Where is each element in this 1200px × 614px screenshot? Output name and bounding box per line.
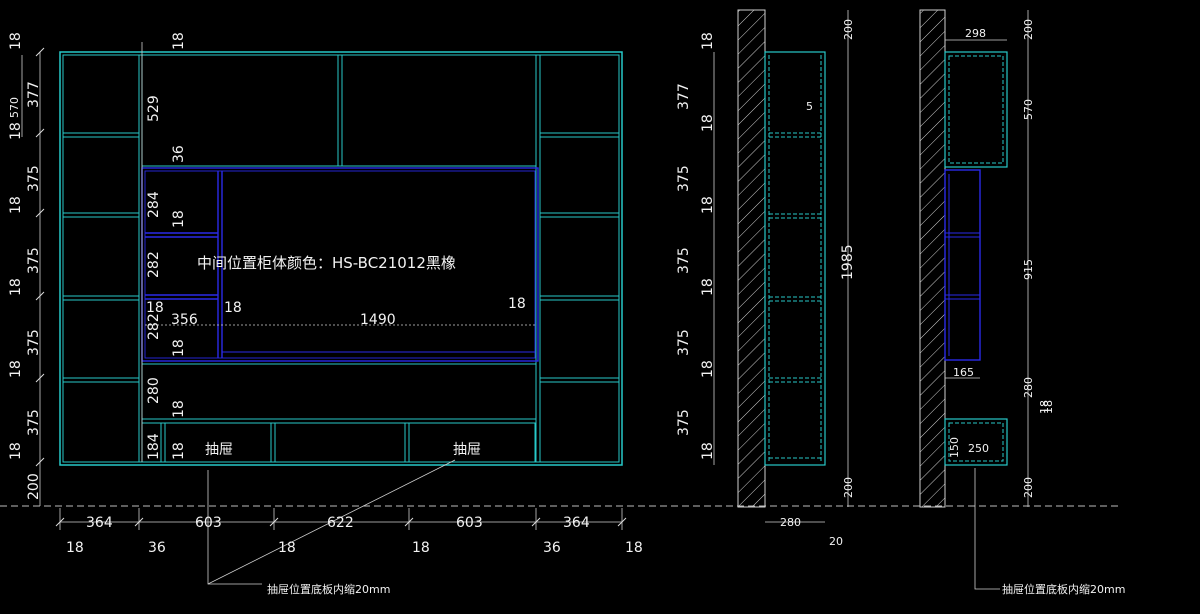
side-dim-8: 18	[700, 360, 716, 378]
side-dim-9: 375	[676, 409, 692, 436]
dim-inner-11: 184	[146, 433, 162, 460]
left-shelf-column	[62, 54, 143, 463]
dim-inner-9: 280	[146, 377, 162, 404]
section-drawer-width: 250	[968, 442, 989, 455]
dim-inner-3: 284	[146, 191, 162, 218]
dim-inner-5: 282	[146, 251, 162, 278]
front-outer-frame	[59, 51, 623, 466]
dim-thick-1: 36	[148, 540, 166, 556]
side-dim-6: 18	[700, 278, 716, 296]
dim-middle-4: 18	[508, 296, 526, 312]
dim-inner-7: 282	[146, 313, 162, 340]
dim-bottom-4: 364	[563, 515, 590, 531]
side-dim-1: 377	[676, 83, 692, 110]
dim-thick-4: 36	[543, 540, 561, 556]
side-top-gap: 200	[842, 19, 855, 40]
dim-left-4: 375	[26, 165, 42, 192]
side-offset: 5	[806, 100, 813, 113]
side-dim-2: 18	[700, 114, 716, 132]
front-dimension-lines	[21, 42, 623, 585]
side-depth: 280	[780, 516, 801, 529]
drawer-left	[164, 422, 272, 463]
drawer-label-right: 抽屉	[453, 442, 481, 458]
section-dim-3: 280	[1022, 377, 1035, 398]
dim-middle-1: 356	[171, 312, 198, 328]
dim-bottom-2: 622	[327, 515, 354, 531]
side-height: 1985	[840, 244, 856, 280]
section-dim-2: 915	[1022, 259, 1035, 280]
side-dim-3: 375	[676, 165, 692, 192]
section-small-0: 18	[1042, 400, 1055, 414]
dim-inner-8: 18	[171, 339, 187, 357]
dim-bottom-0: 364	[86, 515, 113, 531]
lower-cabinets	[142, 363, 536, 463]
section-top-width: 298	[965, 27, 986, 40]
dim-inner-2: 36	[171, 145, 187, 163]
dim-left-7: 18	[8, 278, 24, 296]
section-drawer-note: 抽屉位置底板内缩20mm	[1002, 582, 1125, 596]
dim-left-12: 200	[26, 473, 42, 500]
side-dim-4: 18	[700, 196, 716, 214]
dim-middle-2: 18	[224, 300, 242, 316]
center-color-note: 中间位置柜体颜色：HS-BC21012黑橡	[197, 254, 456, 272]
dim-left-6: 375	[26, 247, 42, 274]
side-dim-7: 375	[676, 329, 692, 356]
front-view-labels: 中间位置柜体颜色：HS-BC21012黑橡 抽屉 抽屉 抽屉位置底板内缩20mm…	[8, 32, 643, 596]
dim-inner-4: 18	[171, 210, 187, 228]
dim-middle-0: 18	[146, 300, 164, 316]
section-view-labels: 298 165 250 150 200 570 915 280 200 18 1…	[948, 19, 1125, 596]
section-mid-width: 165	[953, 366, 974, 379]
section-view	[919, 9, 1029, 590]
dim-bottom-1: 603	[195, 515, 222, 531]
drawer-right	[408, 422, 536, 463]
dim-inner-10: 18	[171, 400, 187, 418]
section-dim-1: 570	[1022, 99, 1035, 120]
dim-inner-0: 18	[171, 32, 187, 50]
side-back: 20	[829, 535, 843, 548]
drawer-label-left: 抽屉	[205, 442, 233, 458]
side-dim-5: 375	[676, 247, 692, 274]
side-dim-10: 18	[700, 442, 716, 460]
side-wall-hatch	[737, 9, 766, 508]
dim-left-2: 570	[8, 97, 21, 118]
side-bottom-gap: 200	[842, 477, 855, 498]
side-view-labels: 18 377 18 375 18 375 18 375 18 375 18 19…	[676, 19, 856, 548]
dim-inner-12: 18	[171, 442, 187, 460]
drawer-setback-note: 抽屉位置底板内缩20mm	[267, 582, 390, 596]
dim-thick-3: 18	[412, 540, 430, 556]
section-small-1: 18	[1038, 400, 1051, 414]
dim-middle-3: 1490	[360, 312, 396, 328]
dim-bottom-3: 603	[456, 515, 483, 531]
dim-left-1: 377	[26, 81, 42, 108]
dim-left-0: 18	[8, 32, 24, 50]
dim-thick-0: 18	[66, 540, 84, 556]
dimension-ticks	[35, 47, 627, 527]
dim-inner-1: 529	[146, 95, 162, 122]
section-dim-0: 200	[1022, 19, 1035, 40]
dim-left-9: 18	[8, 360, 24, 378]
dim-thick-2: 18	[278, 540, 296, 556]
section-dim-4: 200	[1022, 477, 1035, 498]
side-dim-0: 18	[700, 32, 716, 50]
dim-left-10: 375	[26, 409, 42, 436]
dim-left-3: 18	[8, 122, 24, 140]
right-shelf-column	[535, 55, 619, 462]
dim-left-8: 375	[26, 329, 42, 356]
section-drawer-height: 150	[948, 437, 961, 458]
side-elevation	[713, 9, 849, 523]
dim-left-11: 18	[8, 442, 24, 460]
dim-left-5: 18	[8, 196, 24, 214]
section-wall-hatch	[919, 9, 946, 508]
dim-thick-5: 18	[625, 540, 643, 556]
upper-cabinets	[142, 55, 536, 167]
